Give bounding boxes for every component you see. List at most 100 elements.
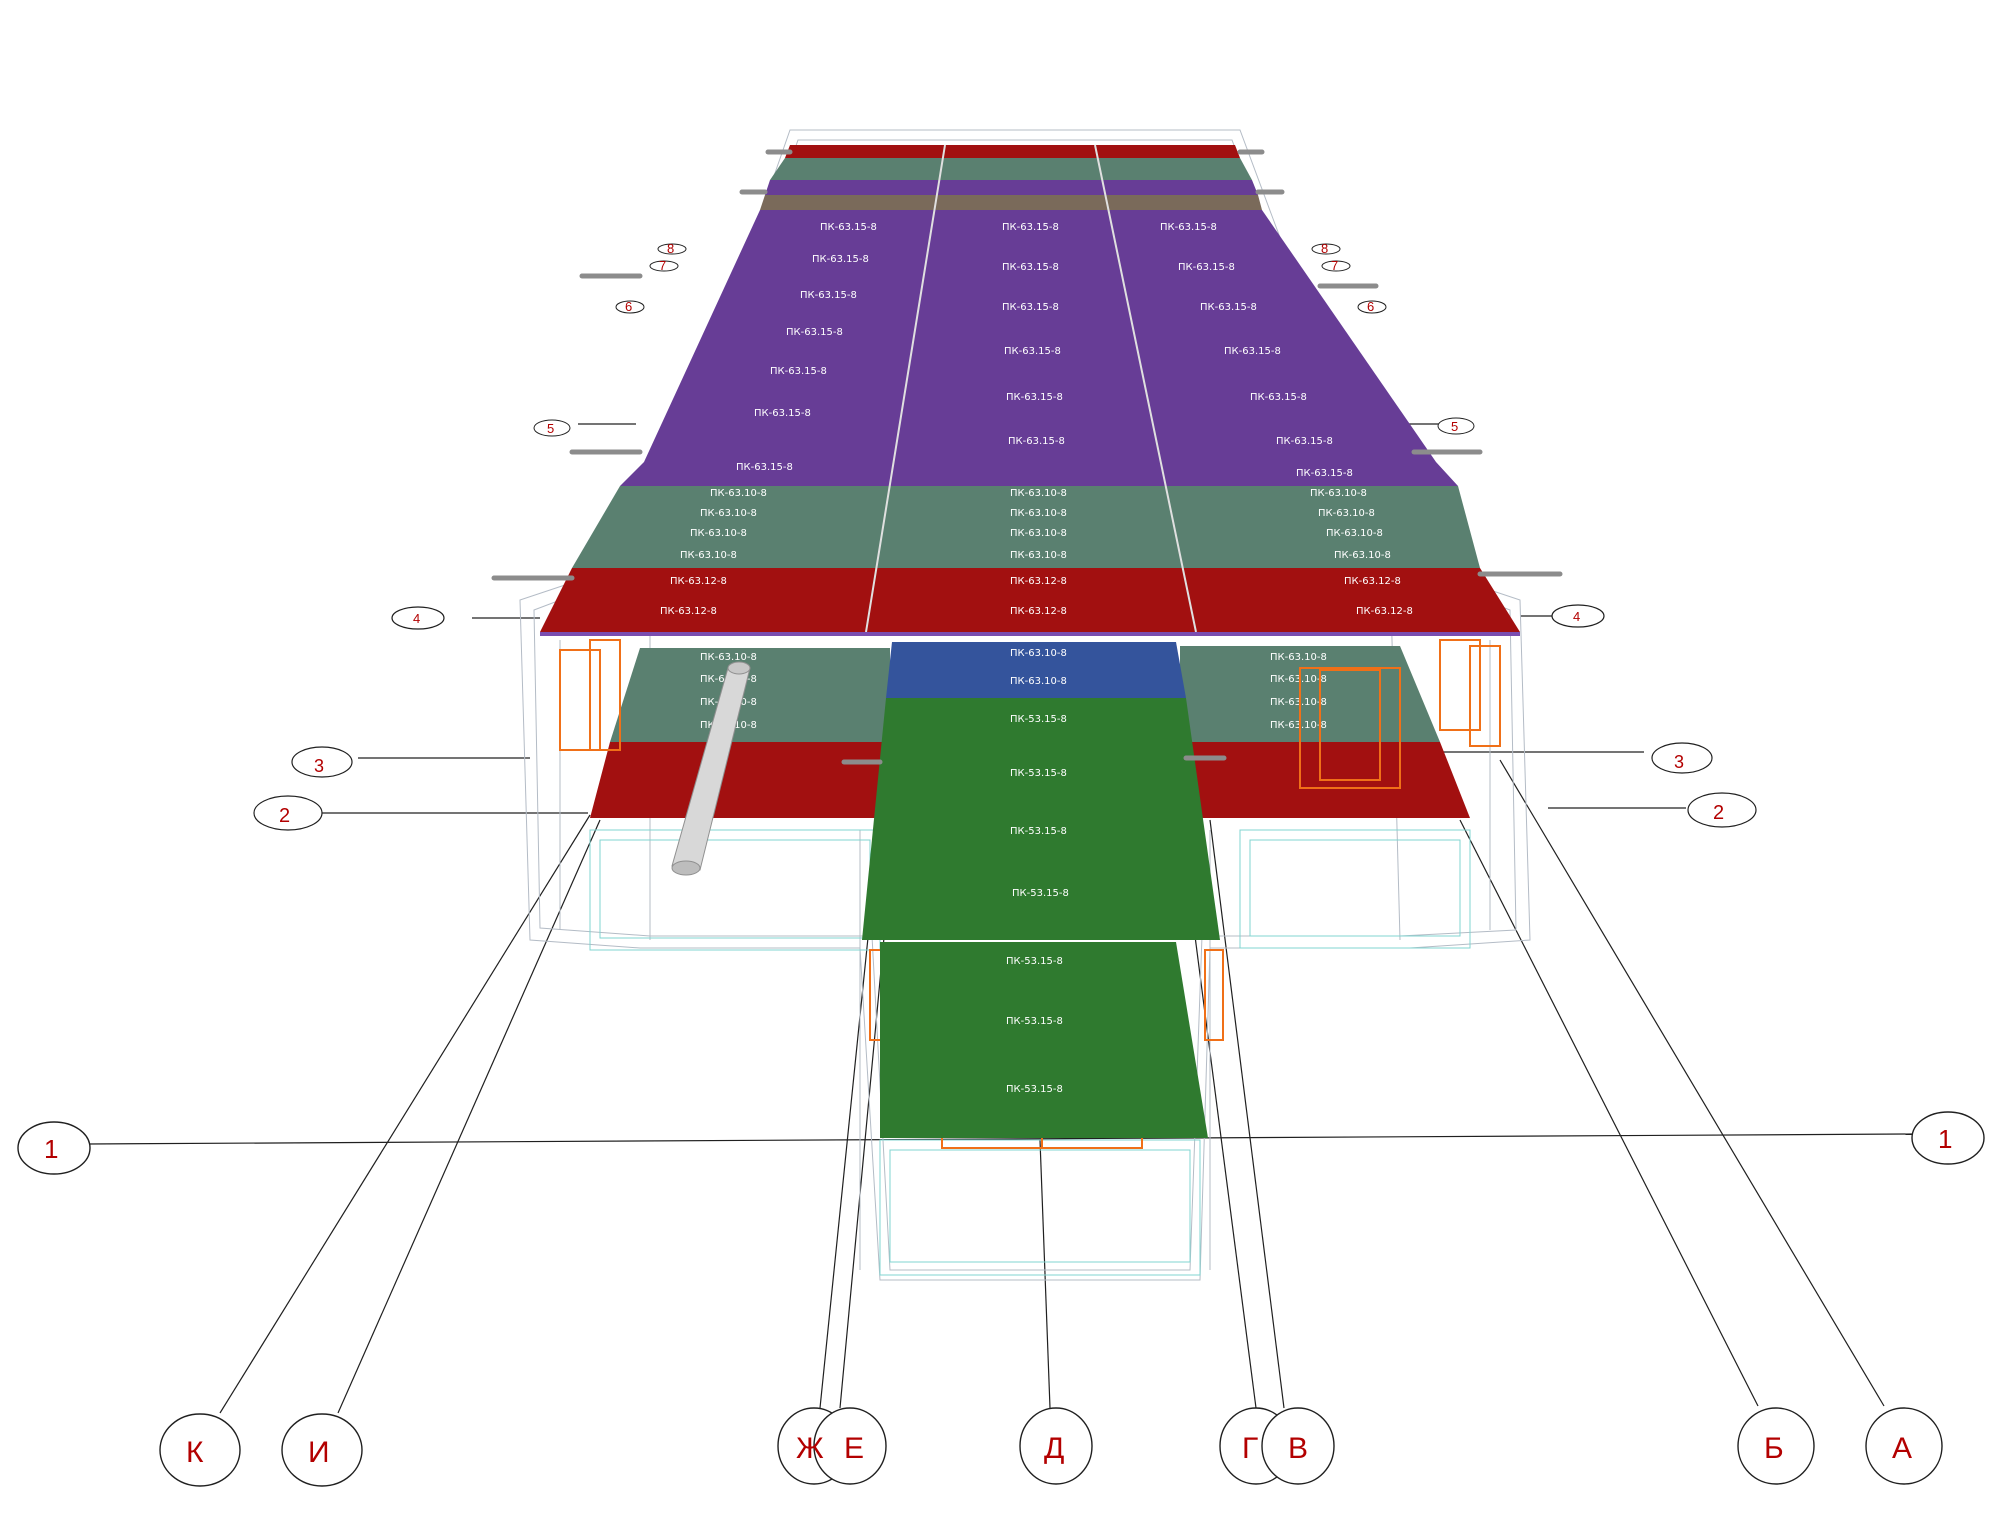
- axis-label: В: [1288, 1432, 1308, 1465]
- slab-label: ПК-63.15-8: [1178, 262, 1235, 273]
- axis-label: 4: [413, 611, 420, 626]
- axis-label: 2: [1713, 802, 1724, 824]
- slab-label: ПК-63.15-8: [812, 254, 869, 265]
- slab-label: ПК-63.15-8: [786, 327, 843, 338]
- number-bubbles-small: [533, 243, 1475, 437]
- axis-bubble-1-right: [1911, 1111, 1985, 1165]
- slab-label: ПК-63.15-8: [820, 222, 877, 233]
- axis-bubble-К: [159, 1413, 241, 1487]
- axis-bubble-1-left: [17, 1121, 91, 1175]
- slab-label: ПК-63.10-8: [680, 550, 737, 561]
- axis-label: 3: [314, 756, 324, 776]
- center-bay: ПК-63.10-8 ПК-63.10-8 ПК-53.15-8 ПК-53.1…: [862, 642, 1220, 1138]
- axis-label: Б: [1764, 1432, 1784, 1465]
- slab-label: ПК-63.15-8: [1002, 262, 1059, 273]
- axis-label: 2: [279, 805, 290, 827]
- axis-label: Ж: [796, 1432, 824, 1465]
- slab-label: ПК-53.15-8: [1012, 888, 1069, 899]
- axis-label: 5: [1451, 419, 1458, 434]
- slab-label: ПК-63.10-8: [1334, 550, 1391, 561]
- axis-label: 8: [1321, 241, 1328, 256]
- axis-label: 1: [1938, 1124, 1952, 1154]
- slab-label: ПК-63.10-8: [1010, 528, 1067, 539]
- roof-slabs: [540, 144, 1520, 636]
- slab-label: ПК-63.15-8: [1296, 468, 1353, 479]
- number-bubbles-large: [17, 1111, 1985, 1175]
- slab-label: ПК-63.15-8: [1008, 436, 1065, 447]
- slab-label: ПК-63.10-8: [1010, 488, 1067, 499]
- roof-labels-left: ПК-63.15-8 ПК-63.15-8 ПК-63.15-8 ПК-63.1…: [660, 222, 877, 617]
- axis-bubble-2-left: [253, 795, 323, 831]
- slab-label: ПК-63.15-8: [1002, 222, 1059, 233]
- axis-bubble-6-left: [615, 300, 645, 314]
- slab-label: ПК-53.15-8: [1006, 1084, 1063, 1095]
- axis-bubble-5-right: [1437, 417, 1475, 435]
- slab-label: ПК-63.15-8: [1250, 392, 1307, 403]
- number-bubbles-medium: [253, 604, 1757, 831]
- slab-label: ПК-53.15-8: [1006, 1016, 1063, 1027]
- axis-label: 3: [1674, 752, 1684, 772]
- slab-label: ПК-63.10-8: [1326, 528, 1383, 539]
- axis-label: К: [186, 1436, 204, 1469]
- slab-label: ПК-63.12-8: [1010, 606, 1067, 617]
- axis-label: 4: [1573, 609, 1580, 624]
- lower-slab-right: ПК-63.10-8 ПК-63.10-8 ПК-63.10-8 ПК-63.1…: [1180, 646, 1470, 818]
- axis-bubble-8-right: [1311, 243, 1341, 255]
- slab-label: ПК-63.15-8: [736, 462, 793, 473]
- slab-label: ПК-53.15-8: [1010, 826, 1067, 837]
- slab-label: ПК-63.12-8: [660, 606, 717, 617]
- axis-label: Г: [1242, 1432, 1258, 1465]
- axis-label: 1: [44, 1134, 58, 1164]
- pipe-element: [671, 661, 751, 876]
- slab-label: ПК-53.15-8: [1006, 956, 1063, 967]
- slab-label: ПК-63.15-8: [1006, 392, 1063, 403]
- axis-bubble-6-right: [1357, 300, 1387, 314]
- slab-label: ПК-63.15-8: [1224, 346, 1281, 357]
- slab-label: ПК-63.10-8: [1270, 674, 1327, 685]
- axis-label: 5: [547, 421, 554, 436]
- slab-label: ПК-63.15-8: [754, 408, 811, 419]
- axis-bubble-5-left: [533, 419, 571, 437]
- slab-label: ПК-63.15-8: [1160, 222, 1217, 233]
- axis-label: А: [1892, 1432, 1912, 1465]
- axis-bubble-4-left: [391, 606, 445, 630]
- axis-bubble-8-left: [657, 243, 687, 255]
- slab-label: ПК-63.10-8: [1010, 508, 1067, 519]
- slab-label: ПК-63.15-8: [770, 366, 827, 377]
- axis-label: 8: [667, 241, 674, 256]
- slab-label: ПК-63.10-8: [1270, 697, 1327, 708]
- slab-label: ПК-63.15-8: [800, 290, 857, 301]
- axis-label: 7: [659, 258, 666, 273]
- slab-label: ПК-63.15-8: [1276, 436, 1333, 447]
- slab-label: ПК-63.12-8: [670, 576, 727, 587]
- axis-bubble-3-left: [291, 746, 353, 778]
- slab-label: ПК-63.10-8: [1270, 652, 1327, 663]
- axis-bubble-3-right: [1651, 742, 1713, 774]
- axis-bubble-4-right: [1551, 604, 1605, 628]
- axis-bubble-2-right: [1687, 792, 1757, 828]
- slab-label: ПК-63.12-8: [1010, 576, 1067, 587]
- axis-bubble-Д: [1019, 1407, 1093, 1485]
- roof-labels-center: ПК-63.15-8 ПК-63.15-8 ПК-63.15-8 ПК-63.1…: [1002, 222, 1067, 617]
- slab-label: ПК-63.15-8: [1200, 302, 1257, 313]
- slab-label: ПК-63.10-8: [1270, 720, 1327, 731]
- slab-label: ПК-63.10-8: [1010, 550, 1067, 561]
- roof-labels-right: ПК-63.15-8 ПК-63.15-8 ПК-63.15-8 ПК-63.1…: [1160, 222, 1413, 617]
- axis-bubble-Б: [1737, 1407, 1815, 1485]
- axis-bubble-7-right: [1321, 260, 1351, 272]
- slab-label: ПК-63.10-8: [710, 488, 767, 499]
- letter-bubbles: [159, 1407, 1943, 1487]
- axis-label: И: [308, 1436, 330, 1469]
- axis-bubble-7-left: [649, 260, 679, 272]
- axis-label: Е: [844, 1432, 864, 1465]
- slab-label: ПК-63.10-8: [1010, 676, 1067, 687]
- beams: [491, 149, 1563, 765]
- axis-bubble-Е: [813, 1407, 887, 1485]
- slab-label: ПК-53.15-8: [1010, 768, 1067, 779]
- axis-label: 7: [1331, 258, 1338, 273]
- axis-bubble-И: [281, 1413, 363, 1487]
- slab-label: ПК-63.15-8: [1004, 346, 1061, 357]
- axis-label: 6: [1367, 299, 1374, 314]
- slab-label: ПК-63.10-8: [700, 508, 757, 519]
